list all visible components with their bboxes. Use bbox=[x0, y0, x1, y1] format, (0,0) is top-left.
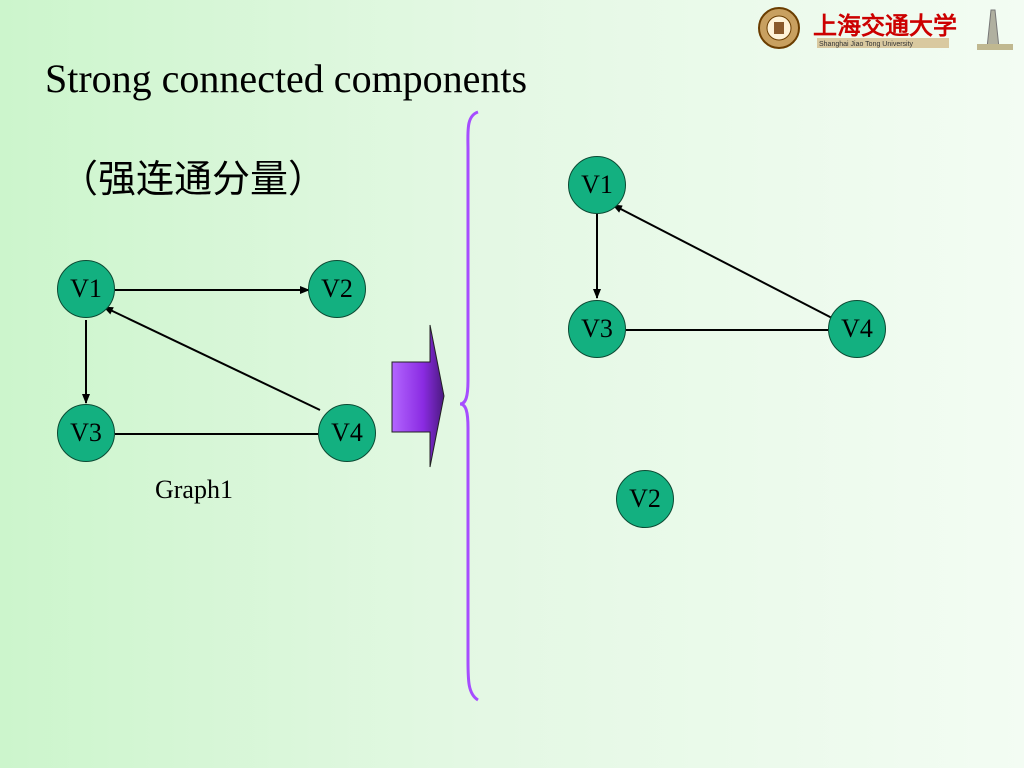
slide-subtitle: （强连通分量） bbox=[60, 157, 327, 201]
graph1-node-v1: V1 bbox=[57, 260, 115, 318]
transform-arrow bbox=[391, 324, 445, 468]
tower-icon bbox=[977, 9, 1013, 50]
component-node-v2: V2 bbox=[616, 470, 674, 528]
component-node-v1: V1 bbox=[568, 156, 626, 214]
logo-text: 上海交通大学 bbox=[813, 12, 957, 40]
graph1-node-v2: V2 bbox=[308, 260, 366, 318]
component-node-v3: V3 bbox=[568, 300, 626, 358]
logo-subtext: Shanghai Jiao Tong University bbox=[819, 41, 914, 48]
university-logo: 上海交通大学 Shanghai Jiao Tong University bbox=[758, 7, 1013, 50]
comp-edge-v4-v1 bbox=[612, 204, 833, 319]
graph1-node-v4: V4 bbox=[318, 404, 376, 462]
component-node-v4: V4 bbox=[828, 300, 886, 358]
slide-title: Strong connected components bbox=[45, 56, 528, 101]
graph-caption: Graph1 bbox=[155, 475, 233, 504]
curly-brace bbox=[459, 110, 479, 702]
edge-v4-v1 bbox=[103, 306, 321, 411]
graph1-node-v3: V3 bbox=[57, 404, 115, 462]
